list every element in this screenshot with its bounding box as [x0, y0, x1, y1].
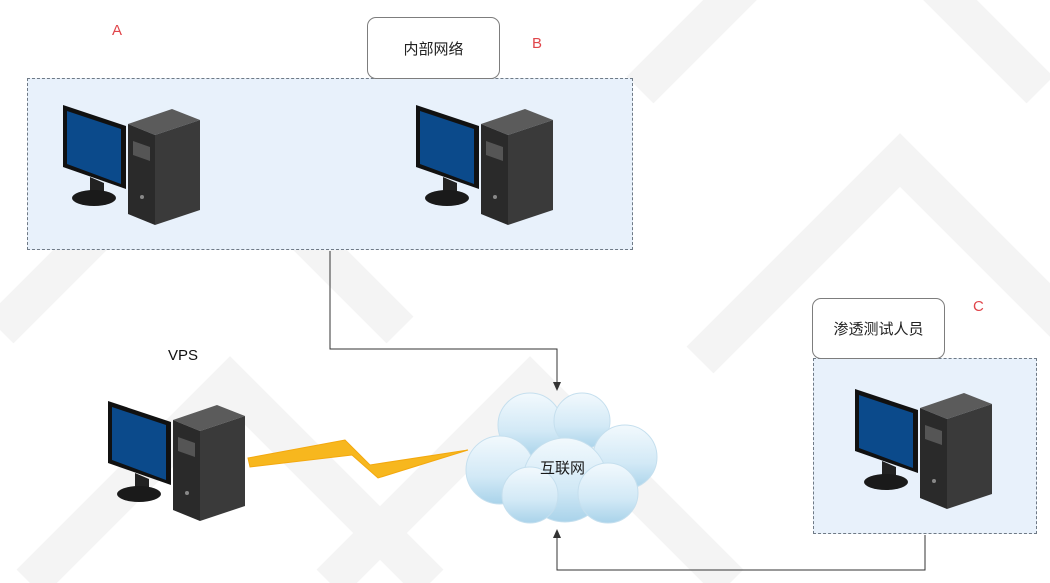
marker-a: A [112, 22, 123, 39]
pentester-to-internet-arrow [553, 529, 926, 571]
pentester-computer-icon [852, 385, 997, 511]
cloud-icon [465, 392, 658, 524]
computer-a-icon [60, 101, 205, 227]
marker-b: B [532, 35, 543, 52]
internal-to-internet-arrow [329, 251, 561, 391]
lightning-bolt [247, 439, 469, 479]
pentester-zone [813, 358, 1037, 534]
pentester-title: 渗透测试人员 [812, 298, 945, 359]
internet-cloud: 互联网 [460, 385, 665, 530]
internal-network-title: 内部网络 [367, 17, 500, 79]
computer-b-icon [413, 101, 558, 227]
vps-computer-icon [105, 397, 250, 523]
internet-label: 互联网 [539, 459, 585, 477]
marker-c: C [973, 298, 984, 315]
vps-label: VPS [168, 347, 199, 364]
